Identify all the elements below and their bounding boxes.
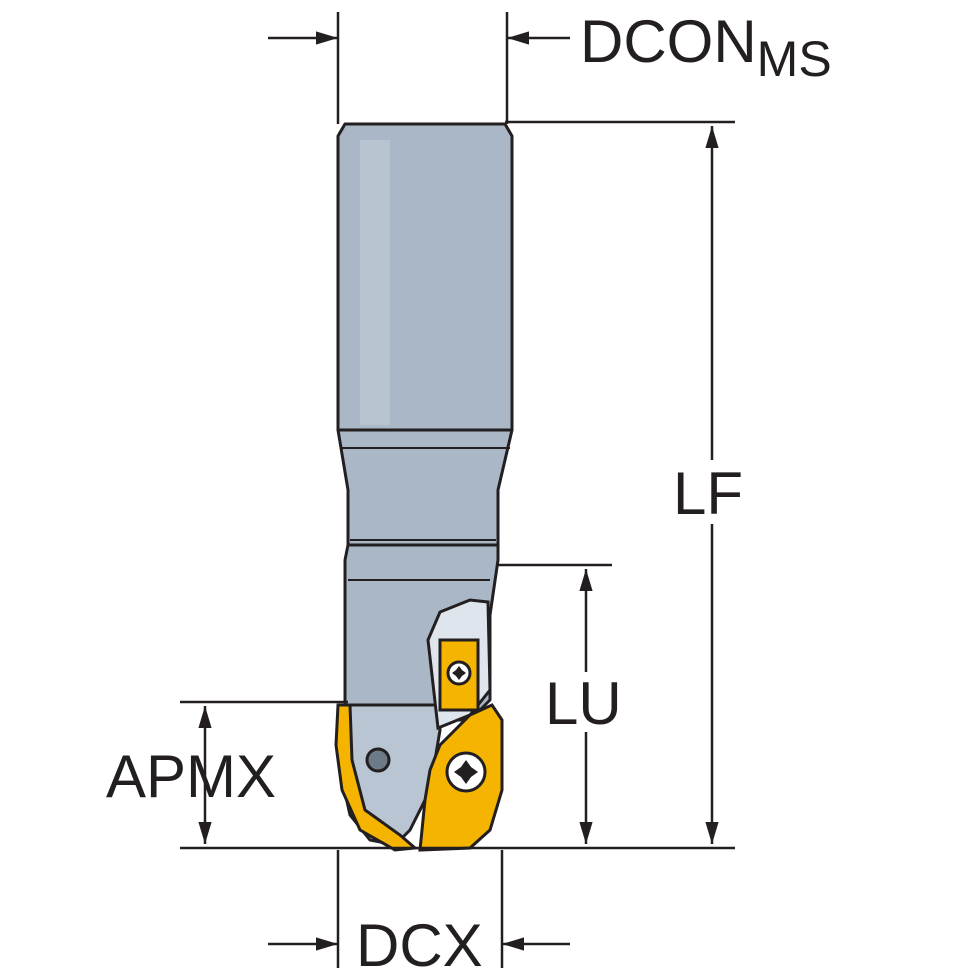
- dcon-subscript: MS: [757, 31, 832, 87]
- apmx-label: APMX: [106, 743, 276, 810]
- dcon-label: DCONMS: [580, 8, 832, 87]
- dimension-arrows: [198, 31, 719, 951]
- upper-screw-torx: [452, 666, 466, 680]
- coolant-hole: [365, 747, 391, 773]
- body-shading: [340, 447, 510, 581]
- shank-highlight: [360, 140, 390, 425]
- lf-label: LF: [673, 460, 743, 527]
- lu-label: LU: [545, 670, 622, 737]
- upper-insert: [438, 638, 480, 712]
- main-screw-torx: [454, 760, 478, 784]
- dcx-label: DCX: [356, 912, 483, 971]
